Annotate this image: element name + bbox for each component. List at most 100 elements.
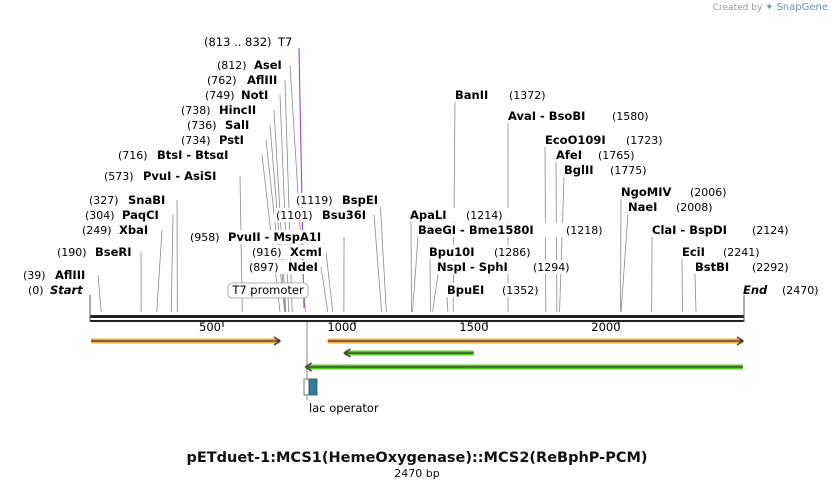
- left-site-position: (749): [205, 89, 235, 102]
- left-site-label-bg: [102, 169, 230, 183]
- left-site-position: (573): [104, 170, 134, 183]
- left-site-name: AflIII: [247, 73, 277, 87]
- left-site-position: (812): [217, 59, 247, 72]
- mid-site-name: NdeI: [288, 260, 318, 274]
- left-site-position: (716): [118, 149, 148, 162]
- right-site-name: ClaI - BspDI: [652, 223, 727, 237]
- right-site-name: EciI: [682, 245, 705, 259]
- left-site-name: BseRI: [95, 245, 132, 259]
- right-site-connector: [412, 236, 419, 313]
- t7-feature-name: T7: [277, 35, 292, 49]
- left-site-name: BtsI - BtsαI: [157, 148, 228, 162]
- feature-arrowhead: [736, 336, 745, 346]
- right-site-position: (1775): [610, 164, 647, 177]
- end-position: (2470): [782, 284, 819, 297]
- left-site-name: SalI: [225, 118, 249, 132]
- left-site-name: SnaBI: [128, 193, 165, 207]
- right-site-label-bg: [693, 260, 797, 274]
- right-site-position: (2008): [676, 201, 713, 214]
- feature-arrowhead: [304, 362, 312, 372]
- start-label: Start: [50, 283, 83, 297]
- feature-arrowhead: [343, 348, 351, 358]
- left-site-connector: [289, 64, 306, 313]
- left-site-label-bg: [205, 73, 277, 87]
- right-site-connector: [620, 213, 629, 313]
- mid-site-position: (958): [190, 231, 220, 244]
- left-site-label-bg: [185, 118, 257, 132]
- snapgene-credit: Created by ✦ SnapGene: [713, 2, 828, 13]
- right-site-name: BpuEI: [447, 283, 484, 297]
- right-site-label-bg: [427, 245, 537, 259]
- left-site-connector: [170, 214, 174, 313]
- mid-site-label-bg: [250, 245, 326, 259]
- snapgene-logo-icon: ✦: [765, 2, 774, 13]
- lac-operator-block: [308, 378, 318, 396]
- left-site-label-bg: [203, 88, 273, 102]
- left-site-position: (304): [85, 209, 115, 222]
- right-site-label-bg: [680, 245, 770, 259]
- ruler-tick-label: 2000: [591, 320, 620, 334]
- site-connector-lines: [97, 47, 697, 313]
- right-site-connector: [452, 101, 456, 313]
- left-site-position: (39): [23, 269, 46, 282]
- right-site-name: BstBI: [695, 260, 729, 274]
- credit-prefix: Created by: [712, 3, 763, 13]
- mid-site-label-bg: [188, 230, 336, 244]
- left-site-position: (734): [181, 134, 211, 147]
- mid-site-name: Bsu36I: [322, 208, 366, 222]
- right-site-position: (1286): [494, 246, 531, 259]
- right-site-connector: [446, 296, 449, 313]
- right-site-connector: [681, 258, 683, 313]
- ruler-tick-label: 1000: [327, 320, 356, 334]
- right-site-position: (2124): [752, 224, 789, 237]
- feature-arrowhead: [273, 336, 282, 346]
- ruler-tick-label: 1500: [459, 320, 488, 334]
- right-site-connector: [559, 176, 565, 313]
- right-site-position: (1294): [533, 261, 570, 274]
- dna-backbone: 500 1000 1500 2000: [89, 295, 745, 334]
- right-site-position: (1214): [466, 209, 503, 222]
- left-site-connector: [284, 79, 293, 313]
- left-site-label-bg: [80, 223, 152, 237]
- right-site-connector: [432, 273, 439, 313]
- t7-promoter-box: [227, 282, 309, 299]
- right-site-label-bg: [626, 200, 712, 214]
- right-site-name: ApaLI: [410, 208, 447, 222]
- left-site-name: PstI: [219, 133, 244, 147]
- lac-operator-left-block: [303, 378, 310, 396]
- right-site-label-bg: [619, 185, 727, 199]
- ruler-tick-label: 500: [199, 320, 221, 334]
- mid-site-connector: [320, 266, 329, 313]
- right-site-name: BanII: [455, 88, 488, 102]
- right-site-name: AfeI: [556, 148, 582, 162]
- left-site-name: HincII: [219, 103, 256, 117]
- right-site-position: (1765): [598, 149, 635, 162]
- right-site-name: BaeGI - Bme1580I: [418, 223, 534, 237]
- mid-site-position: (1101): [276, 209, 313, 222]
- right-site-label-bg: [650, 223, 792, 237]
- left-site-connector: [279, 94, 290, 313]
- left-site-position: (190): [57, 246, 87, 259]
- right-site-label-bg: [435, 260, 573, 274]
- mid-site-connector: [379, 199, 387, 313]
- left-site-label-bg: [87, 193, 169, 207]
- right-site-position: (1218): [566, 224, 603, 237]
- right-site-position: (1372): [509, 89, 546, 102]
- right-site-label-bg: [506, 109, 654, 123]
- mid-site-name: BspEI: [342, 193, 378, 207]
- right-site-name: NgoMIV: [621, 185, 671, 199]
- left-site-name: AflIII: [55, 268, 85, 282]
- right-site-position: (2006): [690, 186, 727, 199]
- start-position: (0): [28, 284, 44, 297]
- lac-operator-label: lac operator: [309, 401, 379, 415]
- left-site-position: (249): [82, 224, 112, 237]
- backbone-bottom-strand: [90, 320, 744, 322]
- map-title: pETduet-1:MCS1(HemeOxygenase)::MCS2(ReBp…: [186, 450, 648, 466]
- map-length: 2470 bp: [394, 467, 440, 480]
- right-site-name: Bpu10I: [429, 245, 474, 259]
- right-site-position: (1580): [612, 110, 649, 123]
- right-site-label-bg: [453, 88, 553, 102]
- right-site-name: NspI - SphI: [437, 260, 508, 274]
